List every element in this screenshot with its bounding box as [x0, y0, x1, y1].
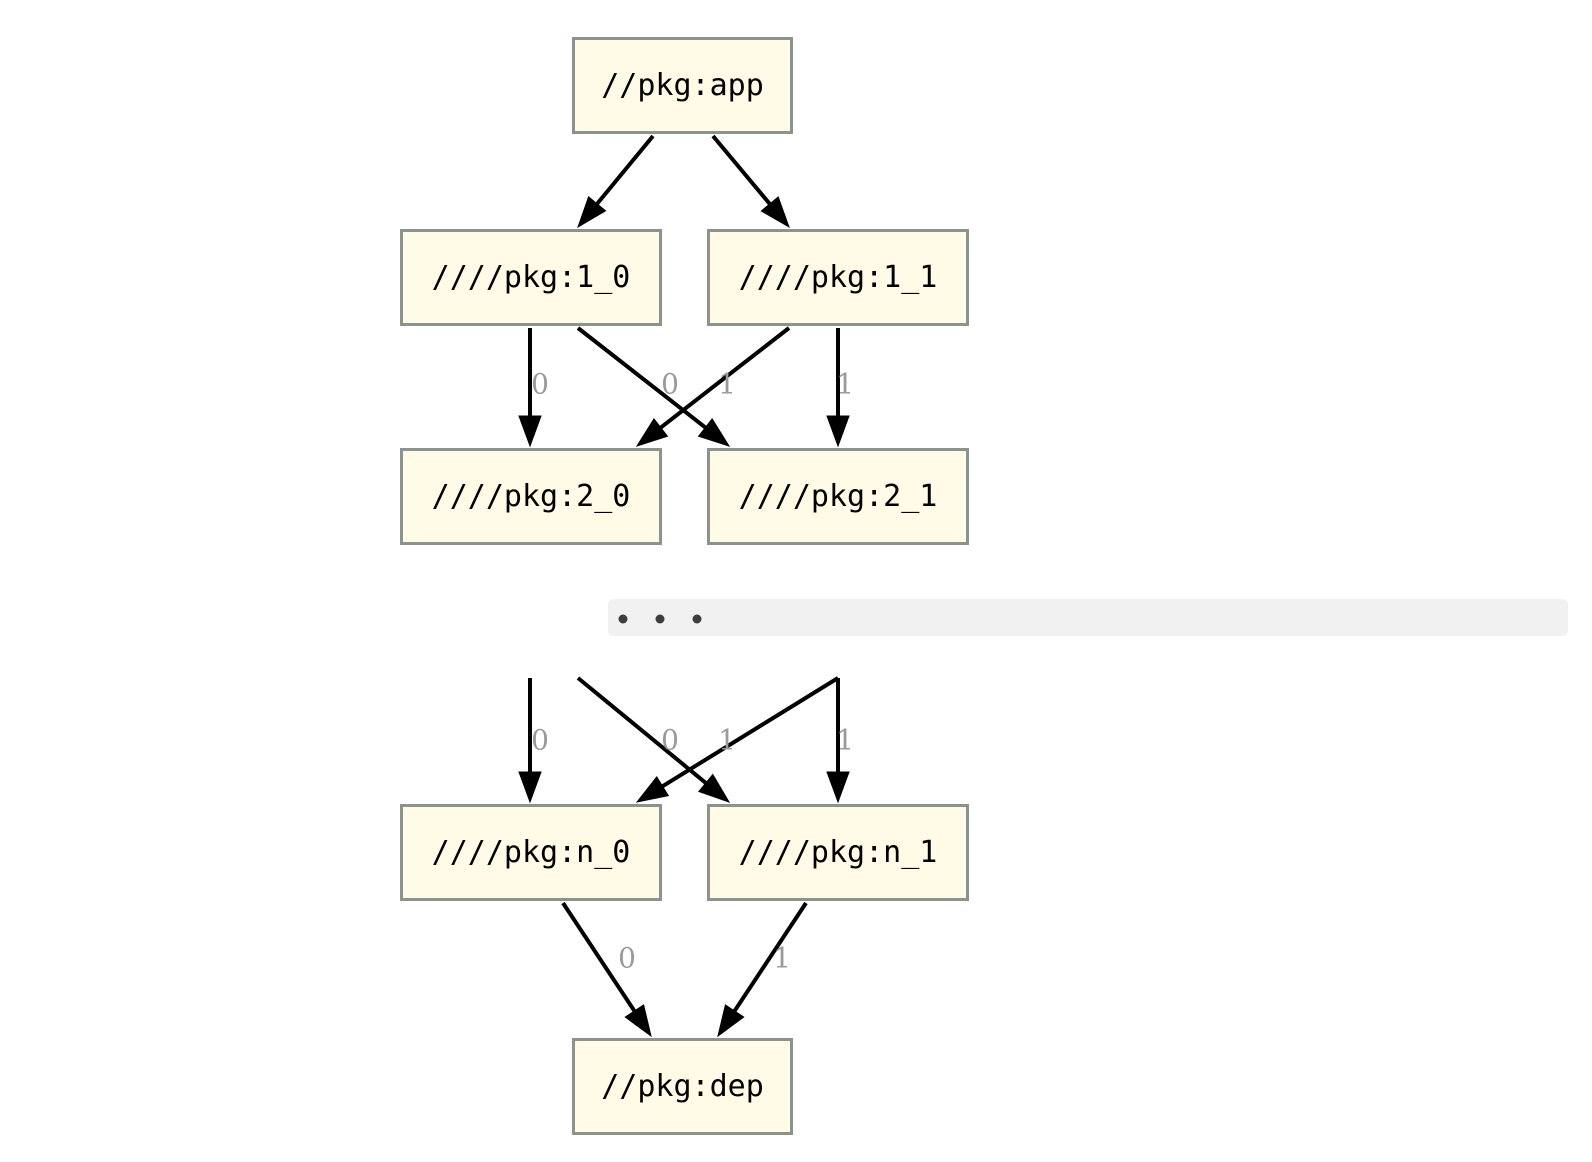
node-label: //pkg:dep: [601, 1069, 764, 1104]
edge-line: [729, 901, 808, 1018]
node-label: ////pkg:1_1: [739, 260, 938, 295]
edge-line: [561, 901, 640, 1018]
edge-label: 0: [531, 724, 549, 757]
nodes-layer: //pkg:app ////pkg:1_0 ////pkg:1_1 ////pkg:2…: [400, 37, 969, 1135]
graph-edge: [577, 134, 655, 229]
ellipsis-dot: [655, 614, 665, 624]
edge-arrowhead-icon: [577, 196, 607, 229]
edge-label: 0: [661, 368, 679, 401]
edge-line: [656, 676, 840, 792]
graph-edge: [635, 326, 791, 447]
graph-node-n1_0[interactable]: ////pkg:1_0: [400, 229, 662, 326]
graph-node-n2_0[interactable]: ////pkg:2_0: [400, 448, 662, 545]
graph-edge: [518, 678, 542, 804]
edge-labels-layer: 0 0 1 1 0 0 1 1 0 1: [531, 368, 854, 975]
edge-arrowhead-icon: [717, 1004, 745, 1038]
graph-edge: [561, 901, 652, 1038]
ellipsis-band: [608, 599, 1568, 636]
graph-edge: [576, 326, 731, 447]
edge-line: [654, 326, 791, 433]
node-box[interactable]: [572, 37, 793, 134]
edge-label: 1: [836, 724, 854, 757]
edge-arrowhead-icon: [635, 776, 670, 803]
edge-arrowhead-icon: [760, 196, 790, 229]
node-label: ////pkg:1_0: [432, 260, 631, 295]
edge-label: 1: [836, 368, 854, 401]
graph-node-n2_1[interactable]: ////pkg:2_1: [707, 448, 969, 545]
ellipsis-separator: [608, 599, 1568, 636]
node-box[interactable]: [707, 804, 969, 901]
node-box[interactable]: [400, 804, 662, 901]
node-box[interactable]: [400, 229, 662, 326]
edge-label: 1: [718, 368, 736, 401]
edge-arrowhead-icon: [635, 418, 669, 447]
node-box[interactable]: [707, 448, 969, 545]
ellipsis-dot: [618, 614, 628, 624]
edge-arrowhead-icon: [518, 415, 542, 448]
ellipsis-dot: [692, 614, 702, 624]
edge-line: [576, 326, 712, 433]
graph-node-n1_1[interactable]: ////pkg:1_1: [707, 229, 969, 326]
edge-arrowhead-icon: [826, 415, 850, 448]
edge-line: [591, 134, 655, 210]
edges-layer: [518, 134, 850, 1038]
graph-edge: [635, 676, 840, 803]
graph-edge: [717, 901, 808, 1038]
edge-arrowhead-icon: [697, 417, 731, 447]
edge-label: 1: [718, 724, 736, 757]
edge-label: 0: [661, 724, 679, 757]
graph-node-dep[interactable]: //pkg:dep: [572, 1038, 793, 1135]
graph-node-nn_1[interactable]: ////pkg:n_1: [707, 804, 969, 901]
graph-node-nn_0[interactable]: ////pkg:n_0: [400, 804, 662, 901]
edge-line: [711, 134, 776, 210]
edge-label: 0: [618, 942, 636, 975]
node-label: ////pkg:2_1: [739, 479, 938, 514]
graph-node-app[interactable]: //pkg:app: [572, 37, 793, 134]
node-label: ////pkg:n_0: [432, 835, 631, 870]
edge-arrowhead-icon: [697, 773, 731, 803]
edge-label: 0: [531, 368, 549, 401]
node-label: //pkg:app: [601, 68, 764, 103]
edge-arrowhead-icon: [518, 771, 542, 804]
node-box[interactable]: [572, 1038, 793, 1135]
graph-edge: [518, 328, 542, 448]
edge-label: 1: [773, 942, 791, 975]
graph-edge: [826, 678, 850, 804]
node-label: ////pkg:2_0: [432, 479, 631, 514]
node-label: ////pkg:n_1: [739, 835, 938, 870]
edge-arrowhead-icon: [624, 1004, 652, 1038]
node-box[interactable]: [707, 229, 969, 326]
node-box[interactable]: [400, 448, 662, 545]
graph-edge: [826, 328, 850, 448]
graph-edge: [711, 134, 790, 229]
edge-arrowhead-icon: [826, 771, 850, 804]
